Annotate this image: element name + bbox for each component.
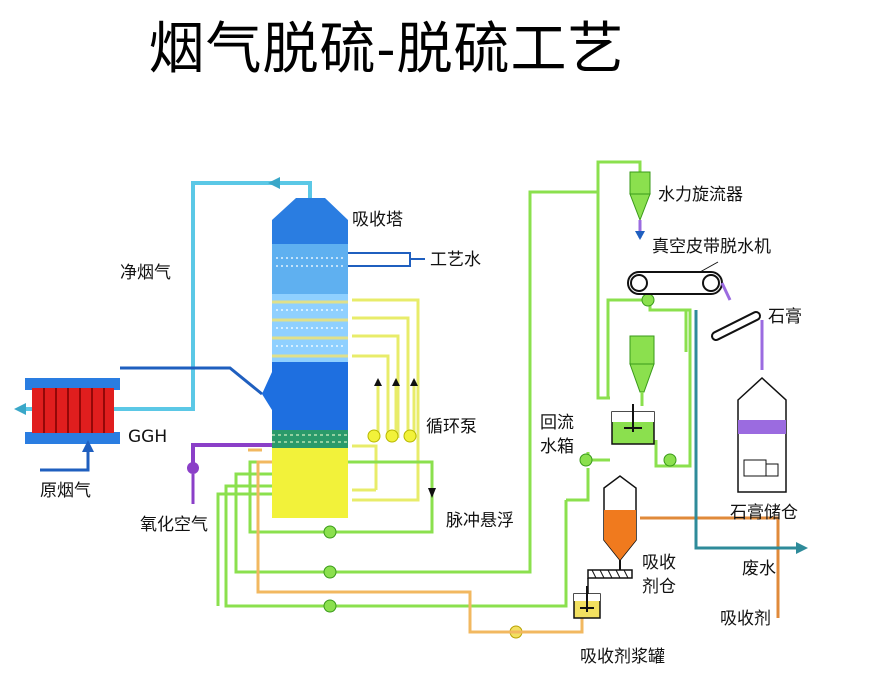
label-pulse-suspension: 脉冲悬浮 bbox=[446, 511, 514, 531]
belt-to-gypsum-line bbox=[720, 282, 764, 370]
vacuum-belt-filter bbox=[627, 261, 723, 295]
waste-water-line bbox=[694, 310, 800, 550]
pulse-pump bbox=[323, 525, 337, 539]
clean-gas-line bbox=[22, 181, 312, 411]
label-absorbent-silo-2: 剂仓 bbox=[642, 577, 676, 597]
label-ggh: GGH bbox=[128, 427, 167, 447]
gypsum-storage bbox=[737, 376, 787, 493]
label-gypsum-storage: 石膏储仓 bbox=[730, 502, 798, 523]
label-absorbent-slurry-tank: 吸收剂浆罐 bbox=[580, 647, 665, 667]
label-gypsum: 石膏 bbox=[768, 306, 802, 327]
process-water-line bbox=[348, 252, 425, 267]
absorbent-silo-outlet bbox=[640, 516, 780, 618]
label-return-tank-2: 水箱 bbox=[540, 437, 574, 457]
ggh-heat-exchanger bbox=[25, 378, 120, 444]
label-clean-gas: 净烟气 bbox=[120, 263, 171, 283]
page-title: 烟气脱硫-脱硫工艺 bbox=[148, 17, 625, 82]
absorbent-silo bbox=[603, 475, 637, 570]
oxidation-blower bbox=[187, 462, 199, 474]
pump-up-arrows bbox=[374, 378, 418, 386]
outlet-arrow bbox=[14, 403, 26, 415]
hydrocyclone bbox=[629, 171, 651, 240]
pulse-suspension-line bbox=[248, 460, 434, 534]
slurry-pumps bbox=[323, 293, 677, 639]
clean-gas-arrow bbox=[268, 177, 280, 189]
label-circulation-pump: 循环泵 bbox=[426, 417, 477, 437]
raw-gas-arrow bbox=[82, 440, 94, 452]
circulation-lines bbox=[352, 298, 420, 502]
circulation-pumps bbox=[367, 429, 417, 443]
label-absorbent-silo-1: 吸收 bbox=[642, 553, 676, 573]
label-absorbent: 吸收剂 bbox=[720, 609, 771, 629]
label-process-water: 工艺水 bbox=[430, 250, 481, 270]
return-water-tank bbox=[611, 404, 655, 445]
label-return-tank-1: 回流 bbox=[540, 413, 574, 433]
label-raw-gas: 原烟气 bbox=[40, 481, 91, 501]
slurry-lines bbox=[216, 160, 692, 608]
absorber-tower bbox=[262, 198, 348, 518]
absorbent-feed-line bbox=[248, 448, 584, 634]
label-vacuum-belt-filter: 真空皮带脱水机 bbox=[652, 237, 771, 257]
label-absorber: 吸收塔 bbox=[352, 210, 403, 230]
gypsum-conveyor bbox=[711, 311, 761, 341]
absorbent-slurry-tank bbox=[573, 578, 601, 619]
label-oxidation-air: 氧化空气 bbox=[140, 515, 208, 535]
absorbent-feeder bbox=[587, 569, 633, 579]
secondary-hydrocyclone bbox=[629, 335, 655, 406]
oxidation-air-line bbox=[191, 443, 272, 468]
label-hydrocyclone: 水力旋流器 bbox=[658, 185, 743, 205]
raw-gas-line bbox=[40, 366, 263, 472]
label-waste-water: 废水 bbox=[742, 559, 776, 579]
